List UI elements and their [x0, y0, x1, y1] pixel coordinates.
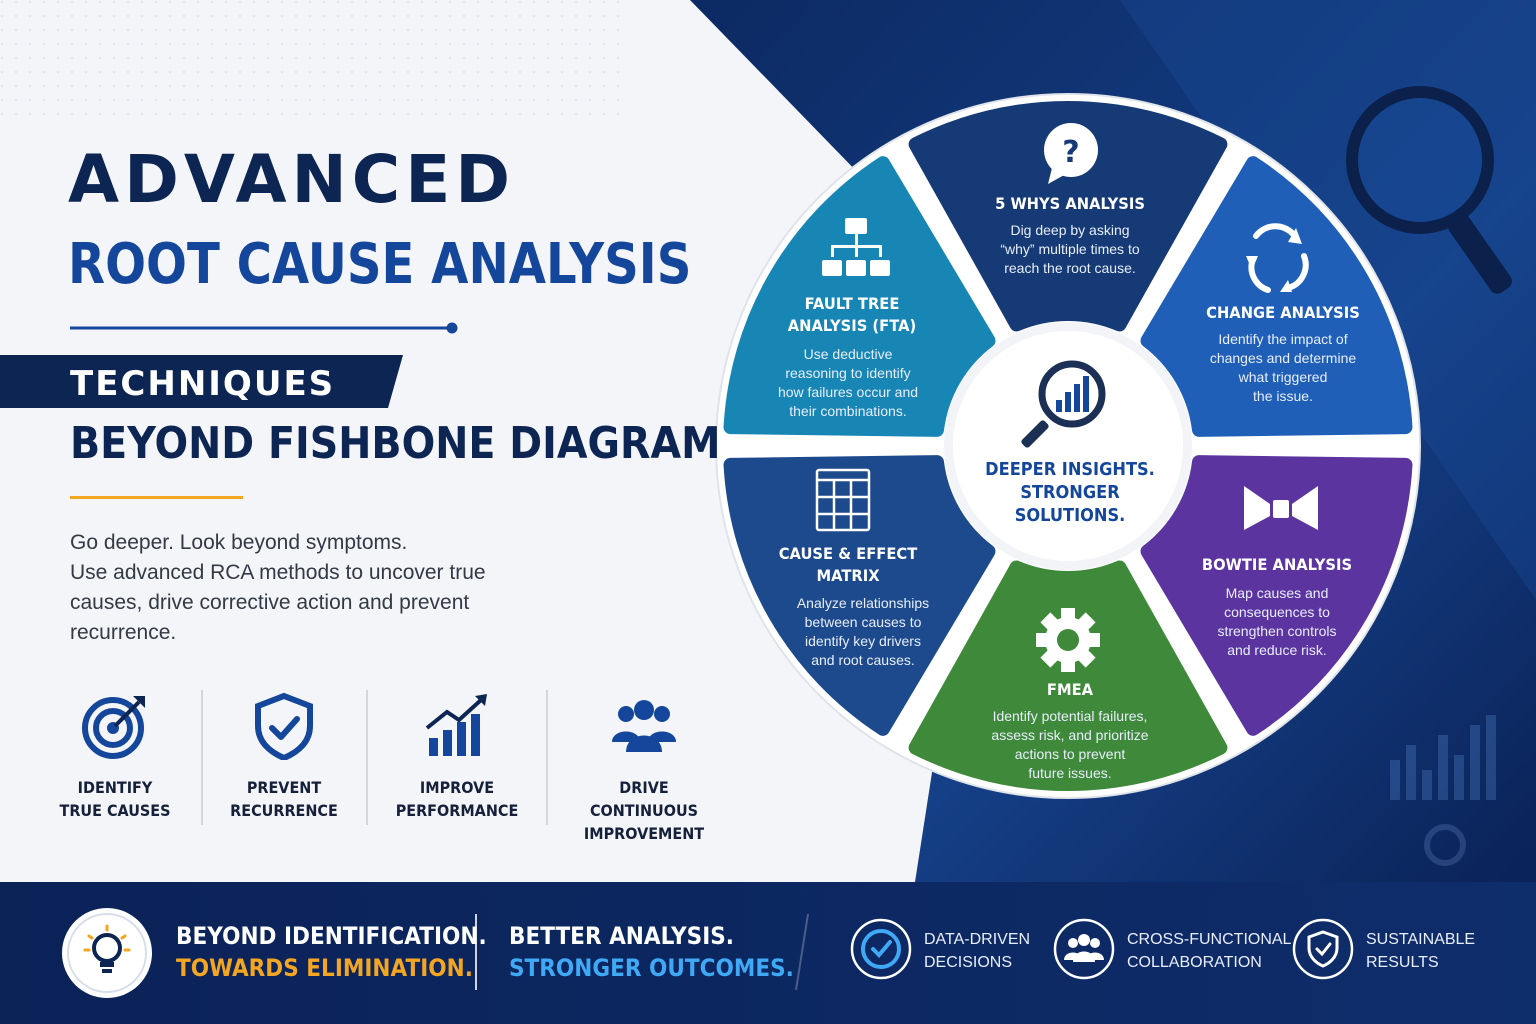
shield-check-icon — [1292, 918, 1354, 980]
wheel-segment-fault-tree — [723, 156, 996, 437]
team-icon — [612, 700, 676, 752]
title-root-cause-analysis: ROOT CAUSE ANALYSIS — [68, 232, 692, 297]
wheel-segment-cause-effect — [723, 455, 996, 736]
intro-line: Use advanced RCA methods to uncover true — [70, 561, 486, 584]
title-advanced: ADVANCED — [68, 141, 516, 218]
techniques-banner: TECHNIQUES — [70, 364, 336, 404]
segment-five-whys-desc: Dig deep by asking“why” multiple times t… — [1000, 222, 1140, 276]
cycle-arrows-icon — [1246, 223, 1309, 293]
question-bubble-icon: ? — [1044, 123, 1098, 184]
bowtie-icon — [1244, 486, 1318, 530]
lightbulb-icon — [62, 908, 152, 998]
intro-line: recurrence. — [70, 621, 177, 644]
shield-check-icon — [255, 692, 313, 760]
intro-line: causes, drive corrective action and prev… — [70, 591, 470, 614]
segment-bowtie-title: BOWTIE ANALYSIS — [1201, 555, 1353, 574]
target-icon — [82, 696, 145, 759]
team-icon — [1053, 918, 1115, 980]
footer-stronger-outcomes: STRONGER OUTCOMES. — [509, 954, 794, 982]
footer-better-analysis: BETTER ANALYSIS. — [509, 922, 734, 950]
tree-hierarchy-icon — [822, 218, 890, 276]
intro-line: Go deeper. Look beyond symptoms. — [70, 531, 408, 554]
segment-fmea-title: FMEA — [1046, 680, 1094, 699]
title-beyond-fishbone: BEYOND FISHBONE DIAGRAM — [70, 418, 721, 469]
intro-paragraph: Go deeper. Look beyond symptoms. Use adv… — [70, 528, 530, 648]
gear-icon — [1036, 608, 1100, 672]
magnifier-decoration-icon — [1346, 86, 1512, 294]
grid-matrix-icon — [815, 468, 871, 532]
wheel-center-disc — [953, 331, 1183, 561]
check-circle-icon — [850, 918, 912, 980]
segment-fmea-desc: Identify potential failures,assess risk,… — [991, 708, 1149, 781]
magnifier-chart-icon — [1021, 360, 1106, 448]
footer-towards-elimination: TOWARDS ELIMINATION. — [176, 954, 473, 982]
segment-five-whys-title: 5 WHYS ANALYSIS — [995, 194, 1145, 213]
wheel-segment-change — [1140, 156, 1413, 437]
svg-text:?: ? — [1062, 135, 1079, 170]
wheel-segment-fmea — [908, 560, 1228, 791]
wheel-segment-bowtie — [1140, 455, 1413, 736]
wheel-center-text: DEEPER INSIGHTS.STRONGER SOLUTIONS. — [985, 459, 1155, 526]
growth-chart-icon — [425, 694, 487, 756]
footer-beyond-identification: BEYOND IDENTIFICATION. — [176, 922, 487, 950]
wheel-segment-five-whys — [908, 101, 1228, 332]
segment-change-title: CHANGE ANALYSIS — [1206, 303, 1360, 322]
